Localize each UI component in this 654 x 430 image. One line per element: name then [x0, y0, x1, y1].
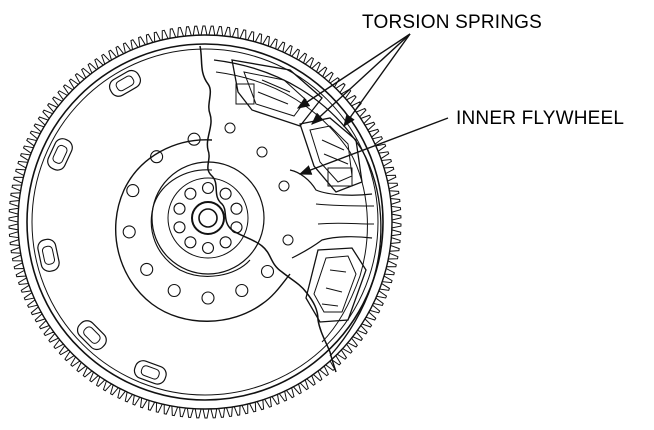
center-hub	[151, 161, 265, 275]
crank-bolt-hole	[219, 187, 232, 200]
crank-bolt-hole	[184, 187, 197, 200]
outer-rim-pockets	[37, 69, 167, 385]
rim-pocket	[47, 138, 73, 171]
ring-gear	[8, 25, 402, 419]
hub-bolt-circle	[167, 177, 249, 259]
callout-torsion-springs: TORSION SPRINGS	[296, 12, 542, 128]
inner-flywheel-rim	[213, 59, 382, 357]
front-plate-hole	[187, 132, 201, 146]
center-bore-outer	[191, 201, 225, 235]
ring-gear-teeth	[8, 25, 402, 419]
crank-bolt-holes	[173, 181, 243, 255]
inner-flywheel-arm-mid	[315, 203, 375, 225]
rim-pocket	[37, 238, 60, 272]
outer-rim-inner-edge	[31, 48, 379, 396]
crank-bolt-hole	[201, 181, 215, 195]
torsion-spring-middle	[299, 117, 363, 193]
front-plate-hole	[126, 184, 140, 198]
leader-line-spring-middle	[311, 33, 411, 125]
leader-line-inner-flywheel	[298, 117, 449, 175]
leader-line-spring-upper	[296, 33, 411, 109]
ring-gear-root-circle	[17, 34, 393, 410]
crank-bolt-hole	[173, 221, 186, 234]
crank-bolt-hole	[230, 202, 243, 215]
front-plate-holes	[122, 132, 275, 305]
crank-bolt-hole	[184, 236, 197, 249]
crank-bolt-hole	[230, 221, 243, 234]
torsion-spring-lower	[305, 247, 367, 323]
outer-rim	[26, 43, 384, 401]
front-plate-hole	[140, 262, 154, 276]
inner-flywheel-hole	[224, 122, 236, 134]
leader-line-spring-lower	[343, 33, 411, 128]
front-plate-hole	[150, 150, 164, 164]
cutaway-region	[199, 45, 382, 373]
front-plate-hole	[260, 264, 275, 279]
crank-bolt-hole	[201, 241, 215, 255]
label-inner-flywheel: INNER FLYWHEEL	[456, 108, 624, 129]
center-bore-inner	[198, 208, 218, 228]
rim-pocket	[76, 320, 107, 351]
inner-flywheel-hole	[282, 234, 294, 246]
inner-flywheel-arm-upper	[289, 169, 373, 196]
front-plate	[115, 139, 291, 322]
rim-pocket	[133, 360, 167, 385]
torsion-spring-upper	[231, 59, 323, 127]
front-plate-hole	[201, 291, 215, 305]
inner-flywheel-rim-inner	[215, 71, 368, 343]
inner-flywheel-hole	[278, 180, 290, 192]
crank-bolt-hole	[219, 236, 232, 249]
callout-inner-flywheel: INNER FLYWHEEL	[298, 108, 624, 175]
label-torsion-springs: TORSION SPRINGS	[362, 12, 542, 33]
hub-outer-ring	[151, 161, 265, 275]
crank-bolt-hole	[173, 202, 186, 215]
front-plate-hole	[235, 283, 249, 298]
inner-flywheel-arm-lower	[291, 236, 373, 259]
inner-flywheel-hole	[256, 146, 268, 158]
front-plate-hole	[167, 283, 181, 298]
rim-pocket	[108, 69, 142, 97]
front-plate-hole	[122, 225, 136, 239]
